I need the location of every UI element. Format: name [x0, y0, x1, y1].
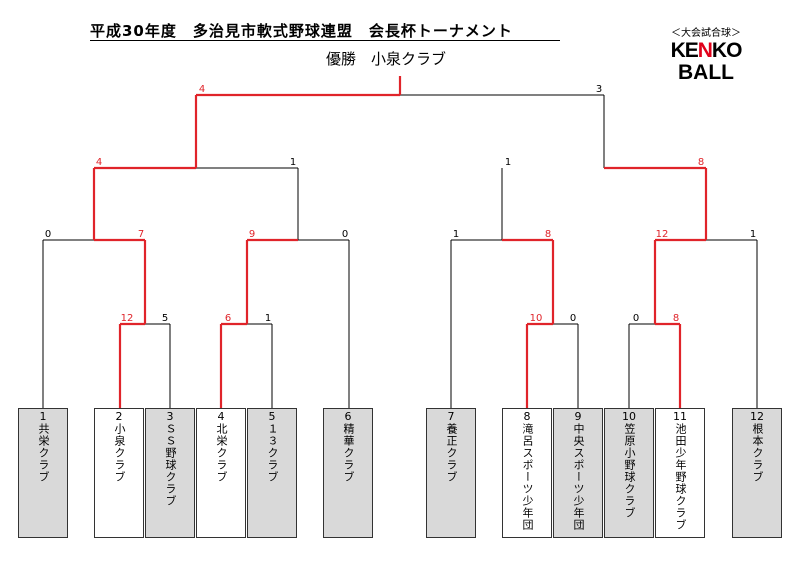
- team-number: 2: [115, 410, 123, 423]
- team-number: 11: [673, 410, 687, 423]
- winner-label: 優勝 小泉クラブ: [326, 50, 447, 68]
- score-label: 3: [596, 84, 602, 95]
- score-label: 0: [570, 313, 576, 324]
- team-number: 5: [268, 410, 276, 423]
- team-number: 9: [574, 410, 582, 423]
- team-number: 3: [166, 410, 174, 423]
- logo-accent-letter: N: [697, 39, 713, 62]
- logo-subtitle: ＜大会試合球＞: [671, 28, 741, 39]
- team-name: 中央スポーツ少年団: [572, 423, 585, 531]
- team-name: 養正クラブ: [445, 423, 458, 483]
- team-name: 北栄クラブ: [215, 423, 228, 483]
- score-label: 7: [138, 229, 144, 240]
- kenko-ball-logo: ＜大会試合球＞ KENKO BALL: [656, 28, 756, 84]
- score-label: 5: [162, 313, 168, 324]
- team-number: 4: [217, 410, 225, 423]
- score-label: 1: [750, 229, 756, 240]
- team-name: 精華クラブ: [342, 423, 355, 483]
- team-number: 12: [750, 410, 764, 423]
- team-name: 根本クラブ: [751, 423, 764, 483]
- score-label: 1: [453, 229, 459, 240]
- team-name: ＳＳ野球クラブ: [164, 423, 177, 507]
- team-name: 笠原小野球クラブ: [623, 423, 636, 519]
- team-number: 10: [622, 410, 636, 423]
- score-label: 4: [199, 84, 205, 95]
- score-label: 9: [249, 229, 255, 240]
- score-label: 10: [530, 313, 543, 324]
- logo-ball: BALL: [678, 61, 734, 84]
- logo-kenko: KENKO: [670, 39, 743, 62]
- score-label: 8: [673, 313, 679, 324]
- score-label: 0: [633, 313, 639, 324]
- team-name: 池田少年野球クラブ: [674, 423, 687, 531]
- score-label: 0: [342, 229, 348, 240]
- tournament-title: 平成30年度 多治見市軟式野球連盟 会長杯トーナメント: [90, 22, 560, 41]
- team-name: １３クラブ: [266, 423, 279, 483]
- team-number: 7: [447, 410, 455, 423]
- team-name: 共栄クラブ: [37, 423, 50, 483]
- score-label: 8: [545, 229, 551, 240]
- team-number: 8: [523, 410, 531, 423]
- team-number: 6: [344, 410, 352, 423]
- team-number: 1: [39, 410, 47, 423]
- score-label: 6: [225, 313, 231, 324]
- team-name: 滝呂スポーツ少年団: [521, 423, 534, 531]
- score-label: 1: [290, 157, 296, 168]
- score-label: 1: [505, 157, 511, 168]
- score-label: 0: [45, 229, 51, 240]
- score-label: 8: [698, 157, 704, 168]
- score-label: 1: [265, 313, 271, 324]
- team-name: 小泉クラブ: [113, 423, 126, 483]
- score-label: 4: [96, 157, 102, 168]
- score-label: 12: [656, 229, 669, 240]
- score-label: 12: [121, 313, 134, 324]
